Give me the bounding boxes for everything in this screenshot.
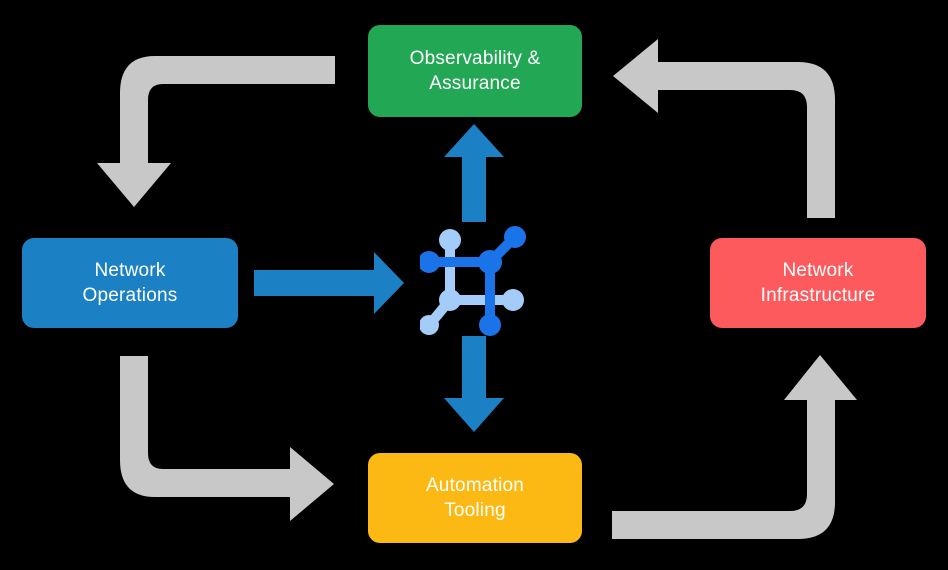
gray-arrow-automation-to-infrastructure bbox=[612, 355, 857, 539]
blue-arrow-center-to-automation bbox=[444, 336, 504, 432]
node-label-network-operations: Network Operations bbox=[82, 259, 178, 306]
icon-node-mid-left bbox=[439, 289, 461, 311]
node-label-observability-assurance: Observability & Assurance bbox=[409, 47, 541, 94]
icon-node-bottom-center bbox=[479, 314, 501, 336]
node-label-network-infrastructure: Network Infrastructure bbox=[760, 259, 876, 306]
node-box-observability-assurance[interactable]: Observability & Assurance bbox=[368, 25, 582, 117]
icon-node-top-right bbox=[504, 226, 526, 248]
node-box-network-operations[interactable]: Network Operations bbox=[22, 238, 238, 328]
icon-node-bottom-left bbox=[420, 315, 439, 335]
node-box-network-infrastructure[interactable]: Network Infrastructure bbox=[710, 238, 926, 328]
icon-node-top-left bbox=[439, 229, 461, 251]
blue-arrow-operations-to-center bbox=[254, 252, 404, 314]
network-topology-icon bbox=[420, 226, 526, 336]
gray-arrow-observability-to-operations bbox=[97, 56, 335, 207]
gray-arrow-operations-to-automation bbox=[120, 356, 334, 521]
gray-arrow-infrastructure-to-observability bbox=[613, 39, 835, 218]
node-label-automation-tooling: Automation Tooling bbox=[425, 474, 525, 521]
icon-node-center-hub bbox=[478, 250, 502, 274]
node-box-automation-tooling[interactable]: Automation Tooling bbox=[368, 453, 582, 543]
icon-node-left-hub bbox=[420, 251, 440, 273]
icon-node-mid-right bbox=[502, 289, 524, 311]
blue-arrow-center-to-observability bbox=[444, 124, 504, 222]
